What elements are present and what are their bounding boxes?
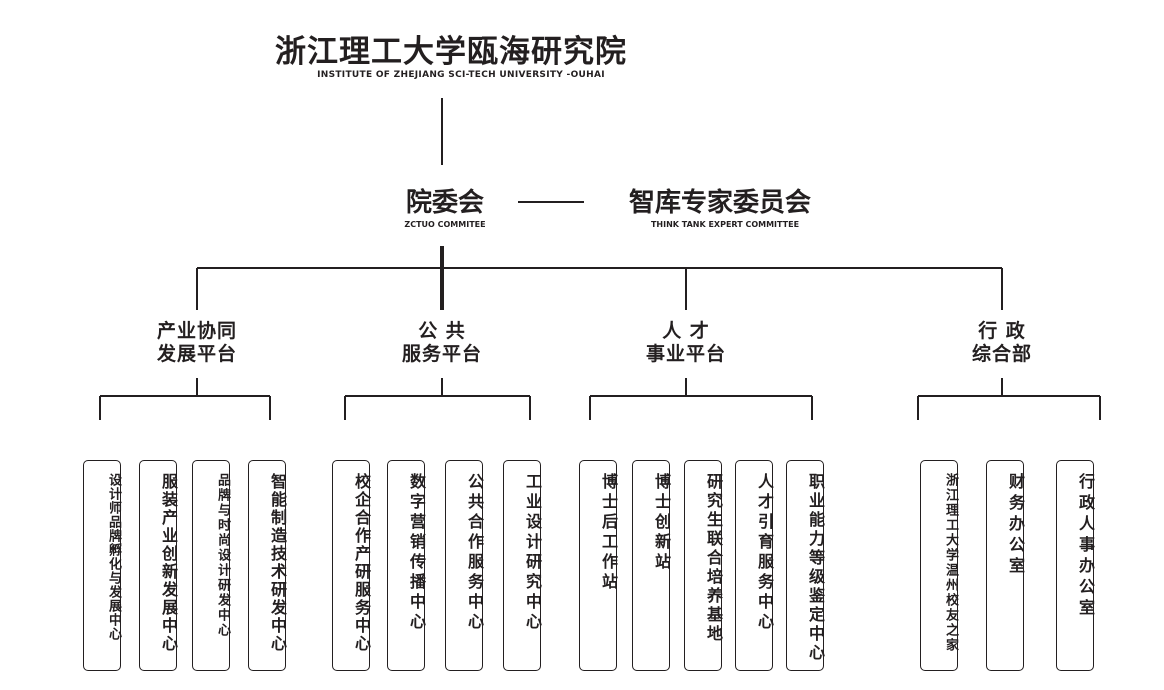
unit-label: 服装产业创新发展中心 xyxy=(159,473,178,653)
unit-box: 服装产业创新发展中心 xyxy=(139,460,178,671)
unit-label: 浙江理工大学温州校友之家 xyxy=(943,473,958,653)
unit-label: 品牌与时尚设计研发中心 xyxy=(215,473,230,638)
unit-box: 设计师品牌孵化与发展中心 xyxy=(83,460,121,671)
unit-box: 博士创新站 xyxy=(632,460,671,671)
unit-box: 行政人事办公室 xyxy=(1056,460,1095,671)
unit-label: 博士后工作站 xyxy=(599,473,618,593)
unit-box: 智能制造技术研发中心 xyxy=(248,460,287,671)
unit-label: 职业能力等级鉴定中心 xyxy=(806,473,825,663)
unit-label: 公共合作服务中心 xyxy=(465,473,484,633)
unit-box: 博士后工作站 xyxy=(579,460,618,671)
unit-box: 数字营销传播中心 xyxy=(387,460,426,671)
dept-talent-platform: 人 才 事业平台 xyxy=(626,320,746,366)
institute-title: 浙江理工大学瓯海研究院 xyxy=(275,34,627,70)
unit-label: 校企合作产研服务中心 xyxy=(352,473,371,653)
unit-box: 浙江理工大学温州校友之家 xyxy=(920,460,958,671)
dept-label-line2: 事业平台 xyxy=(645,343,726,365)
institute-subtitle: INSTITUTE OF ZHEJIANG SCI-TECH UNIVERSIT… xyxy=(317,70,605,80)
unit-label: 工业设计研究中心 xyxy=(523,473,542,633)
unit-label: 人才引育服务中心 xyxy=(755,473,774,633)
dept-label-line1: 产业协同 xyxy=(156,320,237,342)
dept-label-line2: 综合部 xyxy=(971,343,1032,365)
unit-box: 公共合作服务中心 xyxy=(445,460,484,671)
dept-administration: 行 政 综合部 xyxy=(942,320,1062,366)
dept-label-line1: 行 政 xyxy=(978,320,1026,342)
unit-label: 行政人事办公室 xyxy=(1076,473,1095,620)
think-tank-title: 智库专家委员会 xyxy=(628,188,811,218)
unit-box: 研究生联合培养基地 xyxy=(684,460,723,671)
unit-box: 财务办公室 xyxy=(986,460,1025,671)
unit-label: 数字营销传播中心 xyxy=(407,473,426,633)
unit-label: 研究生联合培养基地 xyxy=(704,473,723,644)
dept-label-line1: 人 才 xyxy=(662,320,710,342)
unit-label: 财务办公室 xyxy=(1006,473,1025,578)
unit-box: 人才引育服务中心 xyxy=(735,460,774,671)
committee-subtitle: ZCTUO COMMITEE xyxy=(404,220,486,229)
dept-label-line2: 发展平台 xyxy=(156,343,237,365)
committee-title: 院委会 xyxy=(405,188,484,218)
unit-label: 智能制造技术研发中心 xyxy=(268,473,287,653)
unit-box: 品牌与时尚设计研发中心 xyxy=(192,460,230,671)
think-tank-subtitle: THINK TANK EXPERT COMMITTEE xyxy=(650,220,800,229)
unit-box: 校企合作产研服务中心 xyxy=(332,460,371,671)
dept-public-service-platform: 公 共 服务平台 xyxy=(382,320,502,366)
unit-box: 职业能力等级鉴定中心 xyxy=(786,460,825,671)
unit-label: 博士创新站 xyxy=(652,473,671,573)
unit-label: 设计师品牌孵化与发展中心 xyxy=(106,473,121,641)
unit-box: 工业设计研究中心 xyxy=(503,460,542,671)
dept-industry-platform: 产业协同 发展平台 xyxy=(137,320,257,366)
dept-label-line1: 公 共 xyxy=(418,320,466,342)
dept-label-line2: 服务平台 xyxy=(401,343,482,365)
